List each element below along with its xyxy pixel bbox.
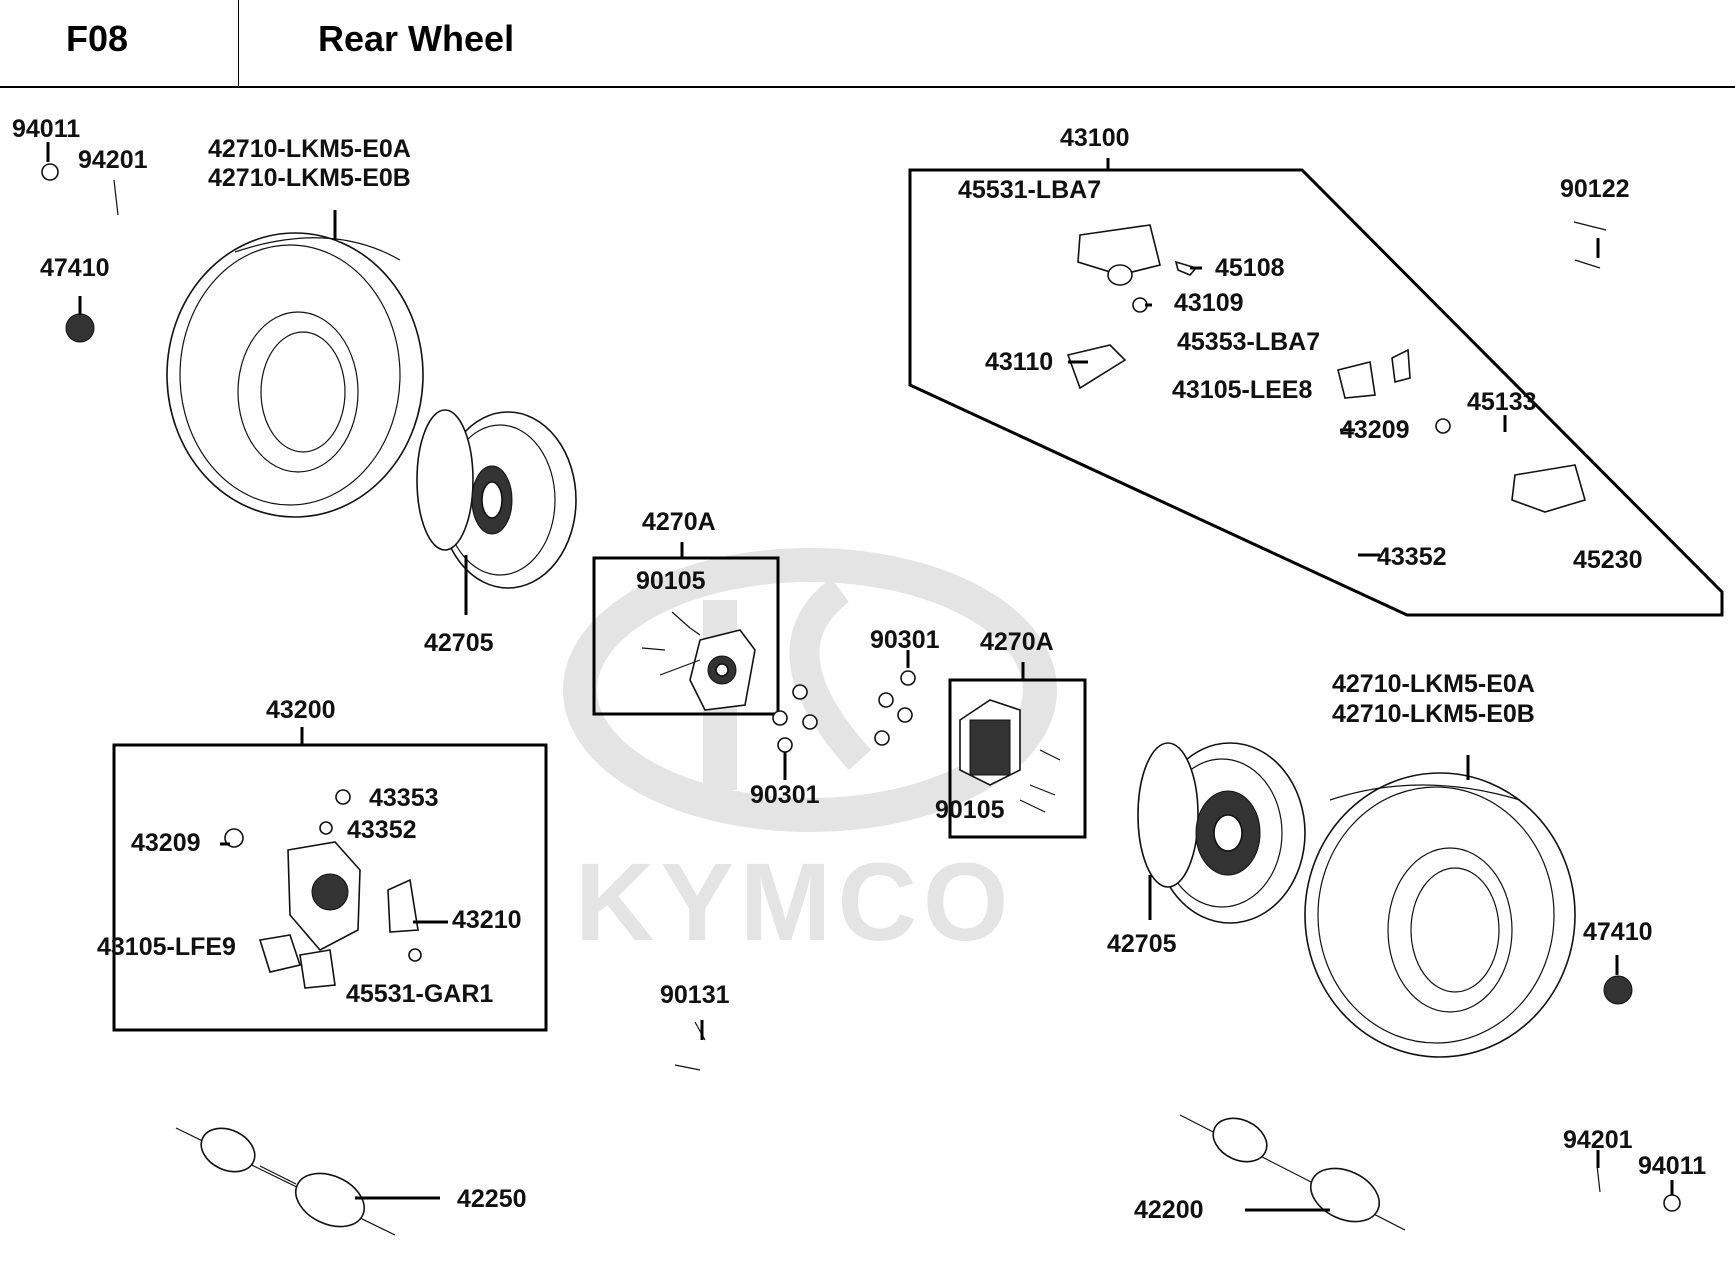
label-43200: 43200 [266,696,336,724]
caliper-assembly-box-right [908,168,1724,617]
nuts-90301-right [874,670,916,746]
caliper-assembly-box-left [112,743,548,1032]
label-43105-lfe9: 43105-LFE9 [97,933,236,961]
section-title: Rear Wheel [318,18,515,59]
label-43210: 43210 [452,906,522,934]
label-43352-right: 43352 [1377,543,1447,571]
label-45531-gar1: 45531-GAR1 [346,980,493,1008]
label-94201-bottom: 94201 [1563,1126,1633,1154]
caliper-parts-right [1066,224,1586,513]
diagram-header: F08 Rear Wheel [0,0,1735,88]
rim-left [416,409,577,589]
hub-box-right [948,678,1087,839]
label-43353: 43353 [369,784,439,812]
label-42200: 42200 [1134,1196,1204,1224]
watermark-brand: KYMCO [575,841,1014,964]
label-45230: 45230 [1573,546,1643,574]
hardware-misc [41,163,1681,1212]
drive-axle-right [1179,1114,1406,1231]
label-47410-right: 47410 [1583,918,1653,946]
label-42705-left: 42705 [424,629,494,657]
label-90122: 90122 [1560,175,1630,203]
label-tire-right-1: 42710-LKM5-E0A [1332,670,1535,698]
tire-left [166,232,424,518]
label-tire-right-2: 42710-LKM5-E0B [1332,700,1535,728]
hub-box-left [592,556,780,716]
label-42250: 42250 [457,1185,527,1213]
label-43105-lee8: 43105-LEE8 [1172,376,1312,404]
label-43209-right: 43209 [1340,416,1410,444]
label-43352-left: 43352 [347,816,417,844]
label-tire-left-2: 42710-LKM5-E0B [208,164,411,192]
label-90131: 90131 [660,981,730,1009]
label-43209-left: 43209 [131,829,201,857]
label-94201-top: 94201 [78,146,148,174]
caliper-parts-left [224,789,422,989]
label-94011-top: 94011 [12,115,80,143]
label-42705-right: 42705 [1107,930,1177,958]
label-90301-right: 90301 [870,626,940,654]
tire-right [1304,772,1576,1058]
label-4270a-right: 4270A [980,628,1054,656]
label-43100: 43100 [1060,124,1130,152]
label-4270a-left: 4270A [642,508,716,536]
rim-right [1137,742,1306,924]
label-43110: 43110 [985,348,1053,376]
hub-right [959,699,1061,813]
drive-axle-left [175,1127,396,1236]
header-divider [238,0,239,88]
label-45108: 45108 [1215,254,1285,282]
section-code: F08 [66,18,129,59]
label-94011-bottom: 94011 [1638,1152,1706,1180]
label-tire-left-1: 42710-LKM5-E0A [208,135,411,163]
label-43109: 43109 [1174,289,1244,317]
label-45353-lba7: 45353-LBA7 [1177,328,1320,356]
label-90105-right: 90105 [935,796,1005,824]
label-90301-left: 90301 [750,781,820,809]
hub-left [641,611,756,711]
label-90105-left: 90105 [636,567,706,595]
label-45133: 45133 [1467,388,1537,416]
leader-lines [46,142,1674,1195]
label-47410-left: 47410 [40,254,110,282]
label-45531-lba7: 45531-LBA7 [958,176,1101,204]
